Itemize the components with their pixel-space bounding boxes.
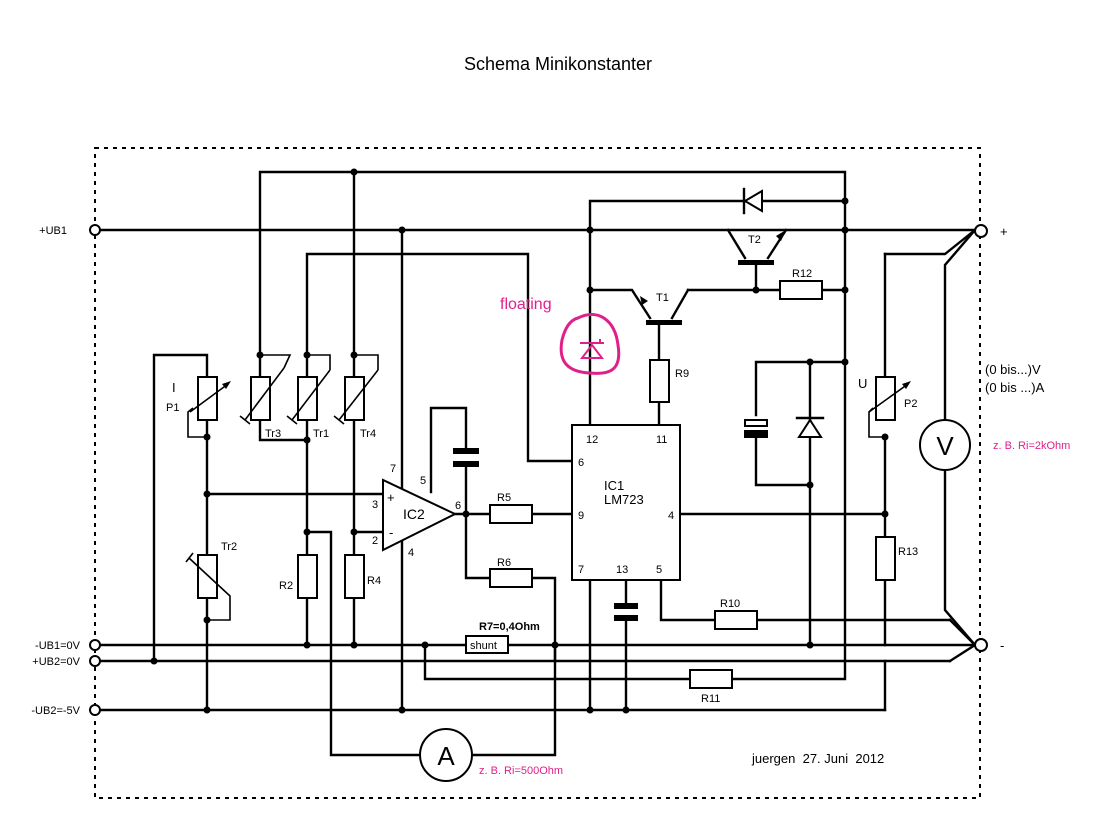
resistor-r7-shunt: shunt R7=0,4Ohm bbox=[465, 621, 540, 654]
shunt-label: shunt bbox=[470, 640, 497, 652]
terminal-ub2-minus[interactable]: -UB2=-5V bbox=[31, 704, 101, 717]
resistor-r11: R11 bbox=[689, 669, 733, 705]
ic1-pin6: 6 bbox=[578, 457, 584, 469]
terminal-ub1-minus[interactable]: -UB1=0V bbox=[35, 639, 101, 652]
zener-diode-reference bbox=[795, 416, 825, 438]
p2-label: P2 bbox=[904, 398, 917, 410]
schematic-title: Schema Minikonstanter bbox=[464, 54, 652, 74]
ic1-pin12: 12 bbox=[586, 434, 598, 446]
ic2-label: IC2 bbox=[403, 506, 425, 522]
trimmer-tr1: Tr1 bbox=[286, 369, 331, 440]
r10-label: R10 bbox=[720, 598, 740, 610]
wires bbox=[98, 170, 977, 757]
capacitor-ic2-comp bbox=[453, 448, 479, 467]
ic1-lm723: IC1 LM723 12 11 6 9 4 7 13 5 bbox=[571, 424, 681, 581]
resistor-r5: R5 bbox=[489, 492, 533, 524]
r5-label: R5 bbox=[497, 492, 511, 504]
tr1-label: Tr1 bbox=[313, 428, 329, 440]
ic1-pin7: 7 bbox=[578, 564, 584, 576]
ic2-pin7: 7 bbox=[390, 463, 396, 475]
ic1-pin13: 13 bbox=[616, 564, 628, 576]
terminal-ub2-minus-label: -UB2=-5V bbox=[31, 705, 80, 717]
ic2-pin6: 6 bbox=[455, 500, 461, 512]
p1-mode-label: I bbox=[172, 380, 176, 395]
ammeter: A bbox=[419, 728, 473, 782]
diode-protection bbox=[742, 187, 763, 215]
ic1-pin4: 4 bbox=[668, 510, 674, 522]
terminal-ub1-plus[interactable]: +UB1 bbox=[39, 224, 101, 237]
t2-label: T2 bbox=[748, 234, 761, 246]
ic2-pin4: 4 bbox=[408, 547, 414, 559]
resistor-r4: R4 bbox=[344, 554, 381, 599]
trimmer-tr4: Tr4 bbox=[333, 369, 379, 440]
range-voltage-label: (0 bis...)V bbox=[985, 362, 1041, 377]
capacitor-output bbox=[744, 419, 768, 438]
opamp-ic2: IC2 + - 3 2 7 5 6 4 bbox=[372, 463, 461, 559]
potentiometer-p2: U P2 bbox=[858, 376, 917, 421]
emitter-arrow-icon bbox=[640, 296, 648, 305]
r2-label: R2 bbox=[279, 580, 293, 592]
range-current-label: (0 bis ...)A bbox=[985, 380, 1045, 395]
transistor-t1: T1 bbox=[640, 292, 682, 325]
resistor-r2: R2 bbox=[279, 554, 318, 599]
p2-mode-label: U bbox=[858, 376, 867, 391]
resistor-r13: R13 bbox=[875, 536, 918, 581]
author-date-label: juergen 27. Juni 2012 bbox=[751, 751, 884, 766]
voltmeter-ri-note: z. B. Ri=2kOhm bbox=[993, 440, 1070, 452]
r6-label: R6 bbox=[497, 557, 511, 569]
ic1-pin11: 11 bbox=[656, 434, 667, 446]
tr4-label: Tr4 bbox=[360, 428, 376, 440]
resistor-r10: R10 bbox=[714, 598, 758, 630]
terminal-ub2-plus[interactable]: +UB2=0V bbox=[32, 655, 101, 668]
ic2-pin2: 2 bbox=[372, 535, 378, 547]
terminal-out-plus[interactable]: + bbox=[974, 224, 1008, 239]
r12-label: R12 bbox=[792, 268, 812, 280]
capacitor-ic1-comp bbox=[614, 603, 638, 621]
r4-label: R4 bbox=[367, 575, 381, 587]
voltmeter-symbol: V bbox=[936, 431, 954, 461]
floating-label: floating bbox=[500, 296, 552, 313]
ic2-minus-sign: - bbox=[389, 525, 393, 540]
arrow-icon bbox=[902, 381, 911, 389]
enclosure-border bbox=[94, 147, 981, 799]
trimmer-tr2: Tr2 bbox=[185, 541, 237, 621]
terminal-out-minus[interactable]: - bbox=[974, 638, 1004, 653]
resistor-r9: R9 bbox=[649, 359, 689, 403]
ammeter-symbol: A bbox=[437, 741, 455, 771]
t1-label: T1 bbox=[656, 292, 669, 304]
terminal-ub1-minus-label: -UB1=0V bbox=[35, 640, 81, 652]
voltmeter: V bbox=[919, 419, 971, 471]
ic2-plus-sign: + bbox=[387, 490, 395, 505]
terminal-ub2-plus-label: +UB2=0V bbox=[32, 656, 80, 668]
transistor-t2: T2 bbox=[738, 230, 786, 265]
r9-label: R9 bbox=[675, 368, 689, 380]
potentiometer-p1: I P1 bbox=[166, 376, 231, 421]
r7-label: R7=0,4Ohm bbox=[479, 621, 540, 633]
ic2-pin3: 3 bbox=[372, 499, 378, 511]
ic1-pin9: 9 bbox=[578, 510, 584, 522]
trimmer-tr3: Tr3 bbox=[239, 367, 285, 440]
ic2-pin5: 5 bbox=[420, 475, 426, 487]
ic1-pin5: 5 bbox=[656, 564, 662, 576]
floating-zener-annotation: floating bbox=[500, 296, 621, 375]
terminal-ub1-plus-label: +UB1 bbox=[39, 225, 67, 237]
resistor-r6: R6 bbox=[489, 557, 533, 588]
arrow-icon bbox=[222, 381, 231, 389]
ic1-name: IC1 bbox=[604, 478, 624, 493]
highlight-circle bbox=[559, 312, 621, 375]
r13-label: R13 bbox=[898, 546, 918, 558]
ammeter-ri-note: z. B. Ri=500Ohm bbox=[479, 765, 563, 777]
zener-diode-icon bbox=[579, 343, 605, 359]
terminal-out-plus-label: + bbox=[1000, 224, 1008, 239]
resistor-r12: R12 bbox=[779, 268, 823, 300]
r11-label: R11 bbox=[701, 693, 720, 705]
emitter-arrow-icon bbox=[776, 230, 786, 241]
junctions bbox=[150, 168, 889, 714]
ic1-type: LM723 bbox=[604, 492, 644, 507]
tr3-label: Tr3 bbox=[265, 428, 281, 440]
tr2-label: Tr2 bbox=[221, 541, 237, 553]
p1-label: P1 bbox=[166, 402, 179, 414]
terminal-out-minus-label: - bbox=[1000, 638, 1004, 653]
